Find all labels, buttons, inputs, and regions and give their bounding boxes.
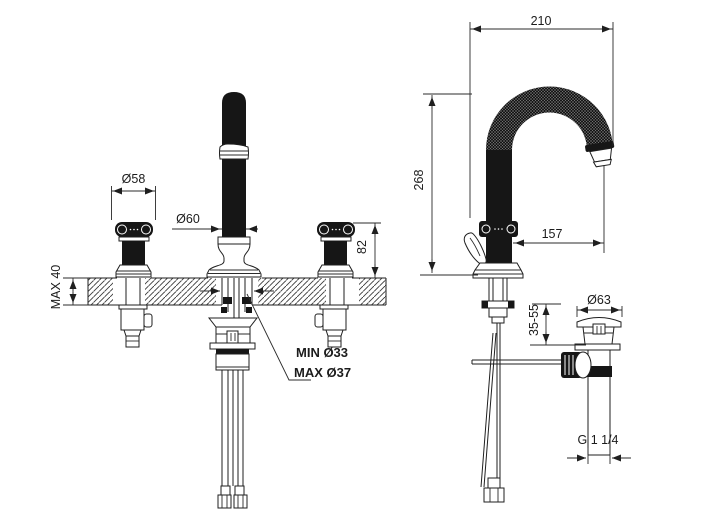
label-counter-thickness: MAX 40	[49, 265, 63, 310]
dim-handle-height: 82	[353, 222, 381, 278]
knurl-texture	[486, 86, 613, 150]
side-view: 210 268 157	[412, 14, 615, 503]
dim-spout-diameter: Ø60	[172, 212, 258, 233]
label-total-height: 268	[412, 170, 426, 191]
dim-total-height: 268	[412, 93, 478, 276]
popup-drain-front	[207, 307, 259, 509]
countertop-section	[87, 277, 387, 306]
label-spout-reach: 210	[531, 14, 552, 28]
label-outlet-projection: 157	[542, 227, 563, 241]
drain-body	[574, 317, 622, 456]
supply-hose	[480, 332, 497, 488]
label-handle-height: 82	[355, 240, 369, 254]
right-valve-body	[314, 304, 349, 348]
label-hole-min: MIN Ø33	[296, 345, 348, 360]
dim-handle-diameter: Ø58	[111, 172, 156, 220]
dim-deck-range: 35-55	[527, 303, 586, 346]
dim-spout-reach: 210	[469, 14, 614, 218]
callout-mounting-hole: MIN Ø33 MAX Ø37	[200, 287, 351, 381]
aerator	[585, 141, 615, 168]
side-lever	[463, 232, 487, 265]
label-hole-max: MAX Ø37	[294, 365, 351, 380]
label-thread-size: G 1 1/4	[578, 433, 619, 447]
front-view: Ø58 Ø60 MAX 40 82 MIN Ø33	[49, 92, 387, 509]
dim-thread-size: G 1 1/4	[567, 433, 631, 464]
label-handle-diameter: Ø58	[122, 172, 146, 186]
right-handle	[317, 222, 355, 278]
left-valve-body	[118, 304, 153, 348]
label-spout-diameter: Ø60	[176, 212, 200, 226]
spout-side	[486, 86, 613, 222]
counter-side-edges	[87, 278, 387, 305]
left-handle	[115, 222, 153, 278]
drain-detail-view: Ø63 35-55 G 1 1/4	[527, 293, 631, 464]
dim-flange-diameter: Ø63	[576, 293, 623, 317]
counter-gap-right	[326, 277, 359, 306]
spout-pedestal	[206, 243, 262, 278]
side-undercounter	[471, 278, 580, 503]
spout-collar	[219, 143, 249, 160]
dim-outlet-projection: 157	[513, 165, 605, 253]
spout-front	[206, 92, 262, 278]
label-deck-range: 35-55	[527, 304, 541, 336]
spout-body-base	[463, 221, 524, 279]
counter-shanks	[125, 278, 345, 318]
popup-rod-knob	[561, 351, 592, 379]
label-flange-diameter: Ø63	[587, 293, 611, 307]
dim-counter-thickness: MAX 40	[49, 265, 88, 310]
